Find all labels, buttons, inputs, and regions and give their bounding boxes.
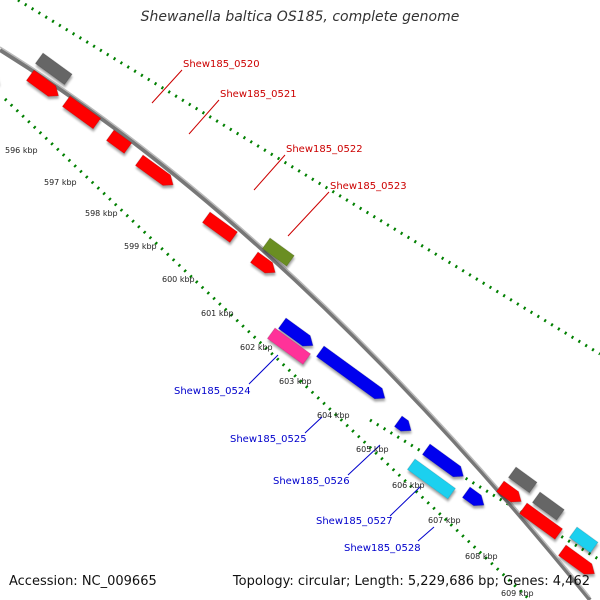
gene-arrow[interactable] (105, 129, 133, 154)
gene-arrow[interactable] (507, 466, 538, 494)
gene-arrow[interactable] (568, 526, 599, 554)
gene-label[interactable]: Shew185_0521 (220, 89, 297, 100)
gene-arrow[interactable] (0, 70, 3, 89)
gene-callout-line (253, 154, 286, 191)
gene-arrow[interactable] (61, 95, 102, 130)
gene-callout-line (248, 354, 279, 385)
tick-label: 597 kbp (44, 178, 77, 187)
tick-label: 598 kbp (85, 209, 118, 218)
tick-label: 607 kbp (428, 516, 461, 525)
gene-callout-line (188, 99, 220, 135)
gene-callout-line (151, 69, 183, 104)
gene-arrow[interactable] (557, 544, 598, 579)
gene-label[interactable]: Shew185_0528 (344, 543, 421, 554)
gene-label[interactable]: Shew185_0527 (316, 516, 393, 527)
gene-arrow[interactable] (495, 480, 525, 507)
gene-arrow[interactable] (393, 415, 415, 436)
gene-callout-line (347, 444, 381, 476)
tick-label: 596 kbp (5, 146, 38, 155)
genome-backbone-highlight (0, 46, 591, 598)
map-title: Shewanella baltica OS185, complete genom… (140, 9, 460, 25)
gene-arrow[interactable] (531, 491, 565, 521)
gene-arrow[interactable] (315, 345, 388, 404)
gene-arrow[interactable] (201, 211, 238, 243)
tick-label: 609 kbp (501, 589, 534, 598)
gene-arrow[interactable] (249, 251, 279, 278)
gene-arrow[interactable] (406, 458, 456, 500)
gene-callout-line (389, 485, 422, 517)
accession-text: Accession: NC_009665 (9, 574, 157, 589)
gene-label[interactable]: Shew185_0520 (183, 59, 260, 70)
gene-arrow[interactable] (266, 327, 312, 365)
gene-label[interactable]: Shew185_0526 (273, 476, 350, 487)
gene-label[interactable]: Shew185_0524 (174, 386, 251, 397)
tick-label: 604 kbp (317, 411, 350, 420)
gene-arrow[interactable] (421, 443, 467, 482)
tick-label: 603 kbp (279, 377, 312, 386)
tick-label: 608 kbp (465, 552, 498, 561)
gene-arrow[interactable] (134, 154, 177, 190)
gene-callout-line (304, 416, 323, 434)
gene-label[interactable]: Shew185_0525 (230, 434, 307, 445)
tick-label: 602 kbp (240, 343, 273, 352)
dotted-track-outer-top (17, 0, 600, 356)
gene-arrow[interactable] (34, 52, 73, 86)
gene-callout-line (287, 191, 330, 237)
gene-arrow[interactable] (25, 69, 62, 101)
gene-arrow[interactable] (461, 486, 487, 510)
gene-callout-line (417, 526, 435, 542)
gene-arrow[interactable] (277, 317, 316, 351)
gene-label[interactable]: Shew185_0523 (330, 181, 407, 192)
dotted-track-inner-bottom (3, 97, 532, 600)
tick-label: 606 kbp (392, 481, 425, 490)
tick-label: 601 kbp (201, 309, 234, 318)
dotted-track-right-1 (369, 418, 600, 562)
tick-label: 600 kbp (162, 275, 195, 284)
tick-label: 599 kbp (124, 242, 157, 251)
gene-arrow[interactable] (518, 502, 564, 540)
tick-label: 605 kbp (356, 445, 389, 454)
gene-label[interactable]: Shew185_0522 (286, 144, 363, 155)
genome-summary-text: Topology: circular; Length: 5,229,686 bp… (232, 574, 590, 589)
gene-arrow[interactable] (261, 237, 295, 267)
